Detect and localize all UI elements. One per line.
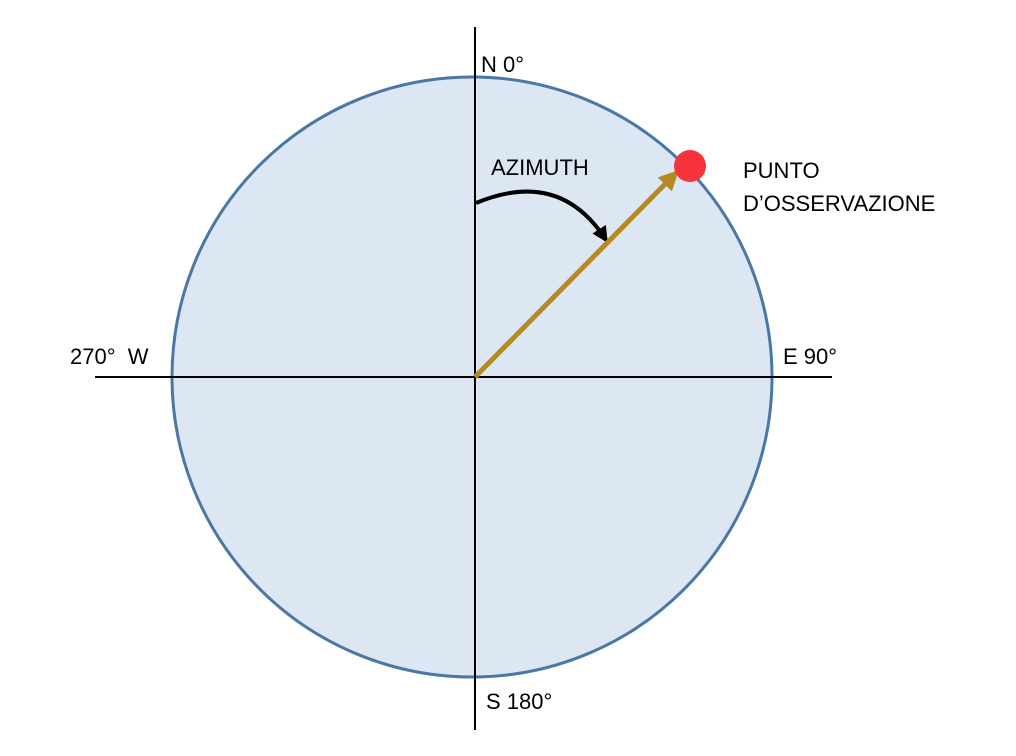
west-label: 270° W [70,344,149,369]
south-label: S 180° [486,689,552,714]
azimuth-arc [475,189,608,243]
observation-label-line1: PUNTO [743,158,820,183]
east-label: E 90° [783,344,837,369]
azimuth-label: AZIMUTH [491,155,589,180]
direction-vector [473,170,679,379]
observation-point [674,150,706,182]
observation-label-line2: D’OSSERVAZIONE [743,191,935,216]
north-label: N 0° [481,52,524,77]
